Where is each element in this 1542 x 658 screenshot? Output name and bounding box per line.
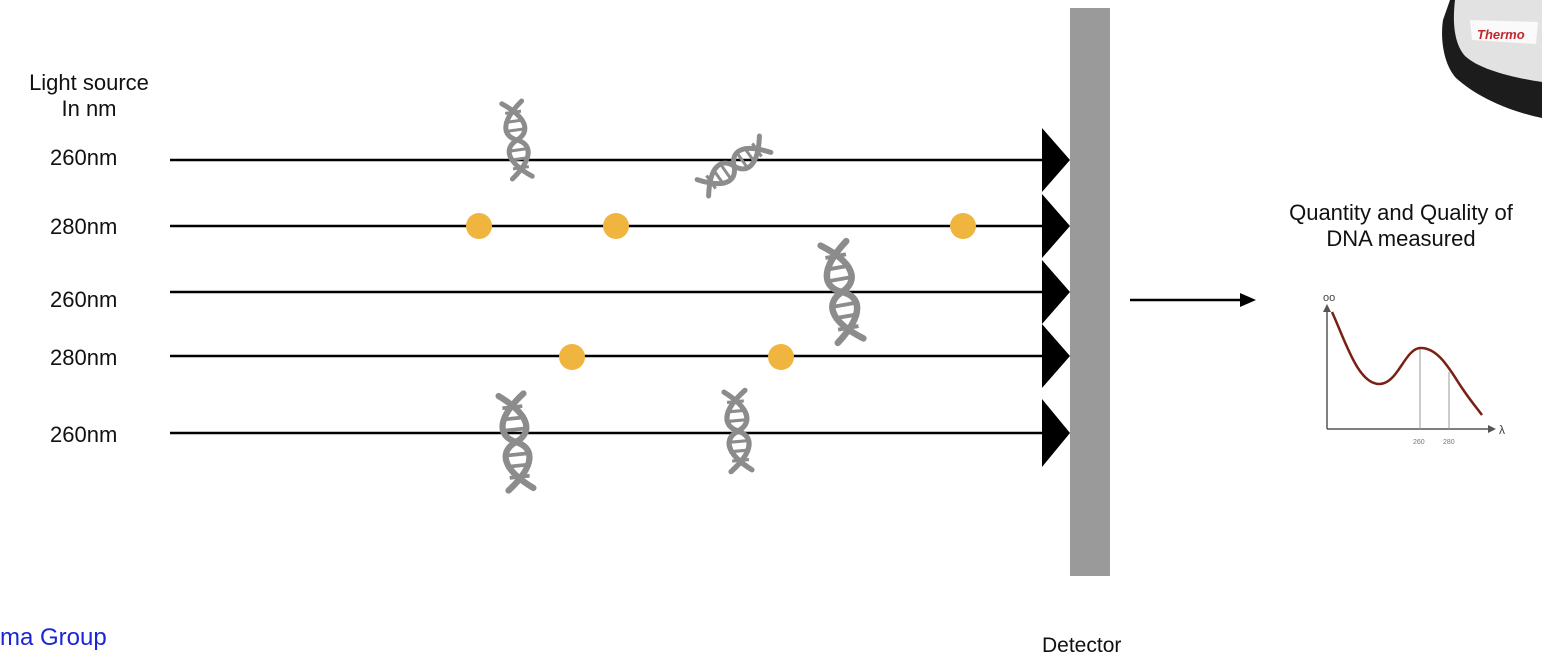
footer-group-label: ma Group: [0, 624, 107, 651]
result-caption: Quantity and Quality of DNA measured: [1260, 200, 1542, 252]
beam-label-4: 280nm: [50, 345, 118, 370]
light-source-title-line: Light source: [29, 70, 149, 95]
beam-arrowhead-5: [1042, 399, 1070, 467]
absorbance-curve: [1330, 311, 1483, 416]
light-source-unit-line: In nm: [61, 96, 117, 121]
beam-label-1: 260nm: [50, 145, 118, 170]
instrument-brand-label: Thermo: [1477, 27, 1525, 42]
beam-arrowhead-2: [1042, 194, 1070, 258]
protein-dot-icon: [603, 213, 629, 239]
protein-dot-icon: [559, 344, 585, 370]
dna-helix-icon: [724, 390, 752, 471]
graph-x-axis-label: λ: [1499, 423, 1505, 437]
protein-dot-icon: [768, 344, 794, 370]
graph-tick-280: 280: [1443, 439, 1455, 446]
absorbance-graph: oo λ 260 280: [1323, 292, 1505, 446]
dna-helix-icon: [502, 101, 532, 179]
detector-bar: [1070, 8, 1110, 576]
dna-helix-icon: [697, 136, 771, 196]
protein-dot-icon: [466, 213, 492, 239]
dna-helix-icon: [499, 393, 534, 490]
beam-arrowhead-3: [1042, 260, 1070, 324]
result-caption-line1: Quantity and Quality of: [1289, 200, 1513, 225]
result-caption-line2: DNA measured: [1326, 226, 1476, 251]
graph-y-axis-label: oo: [1323, 292, 1335, 304]
protein-dot-icon: [950, 213, 976, 239]
graph-tick-260: 260: [1413, 439, 1425, 446]
beam-arrowhead-4: [1042, 324, 1070, 388]
beam-arrowhead-1: [1042, 128, 1070, 192]
light-source-title: Light source In nm: [14, 70, 164, 122]
arrow-right-head: [1240, 293, 1256, 307]
detector-label: Detector: [1042, 634, 1122, 657]
spectrophotometer-image: Thermo: [1442, 0, 1542, 118]
beam-label-5: 260nm: [50, 422, 118, 447]
beam-label-3: 260nm: [50, 287, 118, 312]
beam-label-2: 280nm: [50, 214, 118, 239]
